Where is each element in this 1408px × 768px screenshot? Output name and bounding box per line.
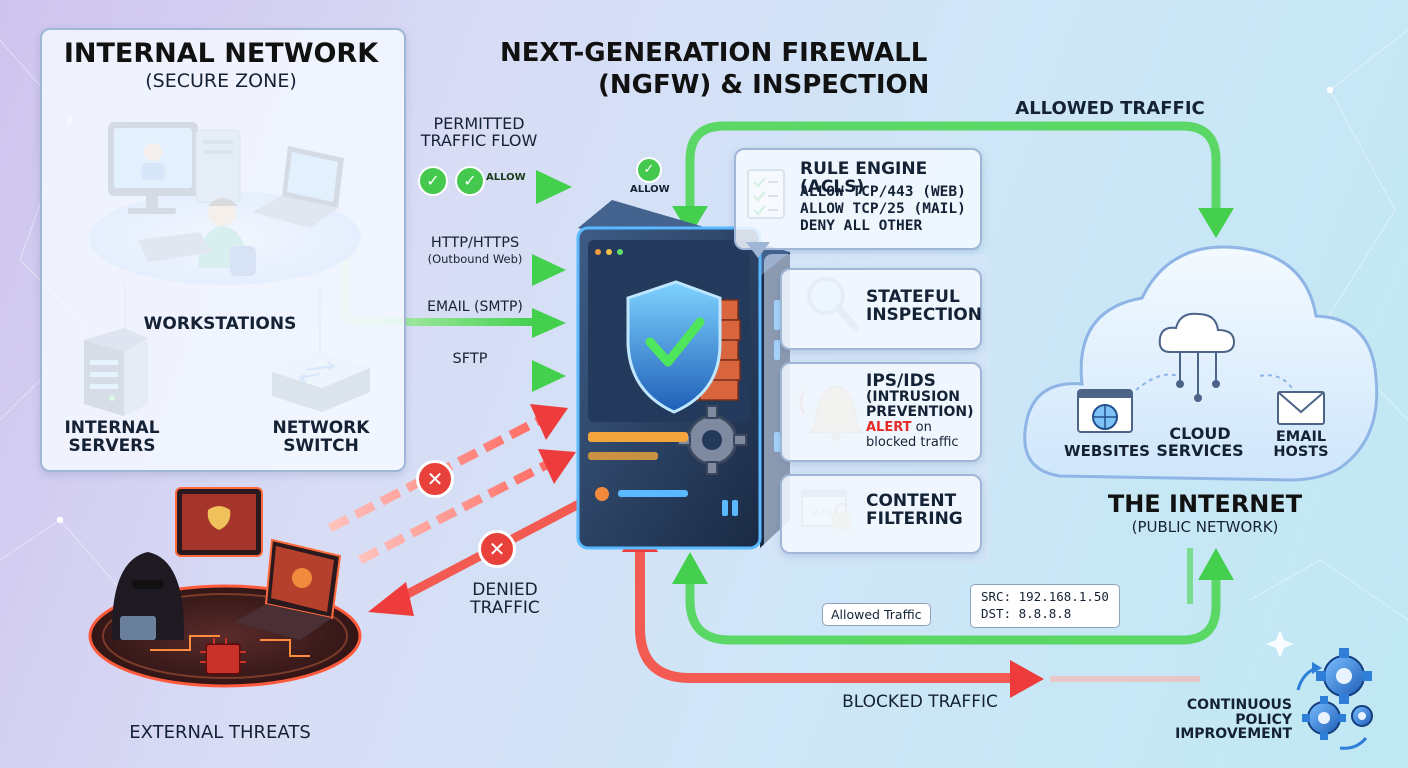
blocked-traffic-label: Blocked Traffic	[842, 692, 998, 712]
firewall-title-line2: (NGFW) & Inspection	[598, 70, 930, 100]
deny-x-badge-2: ✕	[478, 530, 516, 568]
stateful-line2: Inspection	[866, 305, 982, 326]
cloud-services-line2: Services	[1156, 440, 1244, 460]
http-flow-sublabel: (Outbound Web)	[427, 252, 523, 266]
permitted-traffic-line2: Traffic Flow	[420, 130, 538, 150]
firewall-title-line1: Next-Generation Firewall	[500, 38, 928, 68]
allow-check-badge-1: ✓	[418, 166, 448, 196]
ips-line3: Prevention)	[866, 404, 974, 421]
ips-line1: IPS/IDS	[866, 371, 936, 391]
policy-improvement-label: Continuous Policy Improvement	[1168, 698, 1292, 742]
content-filtering-title: Content Filtering	[866, 492, 963, 529]
packet-dst: DST: 8.8.8.8	[981, 605, 1072, 621]
allow-badge-text: ALLOW	[486, 172, 526, 183]
allow-check-badge-small: ✓	[636, 157, 662, 183]
internet-cloud	[1023, 245, 1379, 482]
email-hosts-label: Email Hosts	[1266, 429, 1336, 461]
stateful-inspection-card	[780, 268, 982, 350]
allow-check-badge-2: ✓	[455, 166, 485, 196]
denied-traffic-label: Denied Traffic	[450, 580, 560, 618]
rule-engine-tail	[746, 242, 770, 258]
packet-info-tag: SRC: 192.168.1.50 DST: 8.8.8.8	[970, 584, 1120, 628]
websites-label: Websites	[1064, 442, 1150, 460]
network-switch-line2: Switch	[283, 435, 359, 456]
sftp-flow-label: SFTP	[452, 351, 488, 367]
ips-alert-rest: on	[911, 419, 932, 435]
email-hosts-line2: Hosts	[1273, 444, 1329, 461]
allowed-traffic-top-label: Allowed Traffic	[1015, 98, 1205, 119]
rule-engine-title: Rule Engine (ACLs)	[800, 159, 928, 198]
deny-x-badge-1: ✕	[416, 460, 454, 498]
internet-subtitle: (Public Network)	[1131, 518, 1279, 536]
internal-network-title: Internal Network	[63, 38, 379, 69]
ips-alert-line2: blocked traffic	[866, 434, 959, 450]
ips-line2: (Intrusion	[866, 389, 960, 406]
internal-network-panel	[40, 28, 406, 472]
permitted-traffic-line1: Permitted	[433, 114, 525, 133]
cloud-services-label: Cloud Services	[1152, 424, 1248, 460]
email-flow-label: EMAIL (SMTP)	[427, 299, 523, 315]
policy-gears-icon	[1266, 630, 1373, 750]
cloud-services-line1: Cloud	[1169, 424, 1231, 443]
allowed-traffic-loop-bottom	[672, 548, 1234, 645]
denied-traffic-line2: Traffic	[470, 597, 540, 618]
content-filtering-card	[780, 474, 982, 554]
rule-engine-card	[734, 148, 982, 250]
packet-src: SRC: 192.168.1.50	[981, 589, 1109, 604]
denied-traffic-line1: Denied	[472, 580, 538, 600]
ips-ids-card	[780, 362, 982, 462]
allowed-traffic-tag: Allowed Traffic	[822, 603, 931, 626]
rule-line-1: ALLOW TCP/443 (WEB)	[800, 184, 966, 200]
internal-servers-line1: Internal	[64, 418, 160, 438]
internet-title: The Internet	[1107, 490, 1303, 518]
internal-servers-line2: Servers	[68, 435, 156, 456]
stateful-line1: Stateful	[866, 287, 960, 307]
policy-line2: Policy	[1235, 711, 1292, 728]
policy-line1: Continuous	[1186, 697, 1292, 713]
rule-line-2: ALLOW TCP/25 (MAIL)	[800, 201, 966, 218]
email-hosts-line1: Email	[1275, 429, 1327, 445]
ips-ids-text: IPS/IDS (Intrusion Prevention) ALERT on …	[866, 372, 974, 450]
rule-engine-rules: ALLOW TCP/443 (WEB) ALLOW TCP/25 (MAIL) …	[800, 184, 966, 235]
firewall-appliance	[576, 200, 790, 550]
content-line2: Filtering	[866, 509, 963, 530]
allow-small-text: ALLOW	[630, 184, 670, 195]
external-threats-label: External Threats	[129, 722, 311, 743]
internal-servers-label: Internal Servers	[52, 418, 172, 456]
network-switch-line1: Network	[272, 418, 370, 438]
allowed-traffic-loop-top	[672, 121, 1234, 238]
permitted-traffic-label: Permitted Traffic Flow	[404, 114, 554, 150]
content-line1: Content	[866, 491, 957, 511]
internal-network-subtitle: (Secure Zone)	[145, 70, 297, 92]
stateful-inspection-title: Stateful Inspection	[866, 288, 982, 325]
policy-line3: Improvement	[1175, 726, 1292, 743]
workstations-label: Workstations	[143, 314, 297, 334]
network-switch-label: Network Switch	[256, 418, 386, 456]
ips-alert-word: ALERT	[866, 419, 912, 435]
rule-line-3: DENY ALL OTHER	[800, 218, 923, 235]
external-threats-illustration	[88, 487, 362, 688]
http-flow-label: HTTP/HTTPS	[430, 235, 520, 251]
